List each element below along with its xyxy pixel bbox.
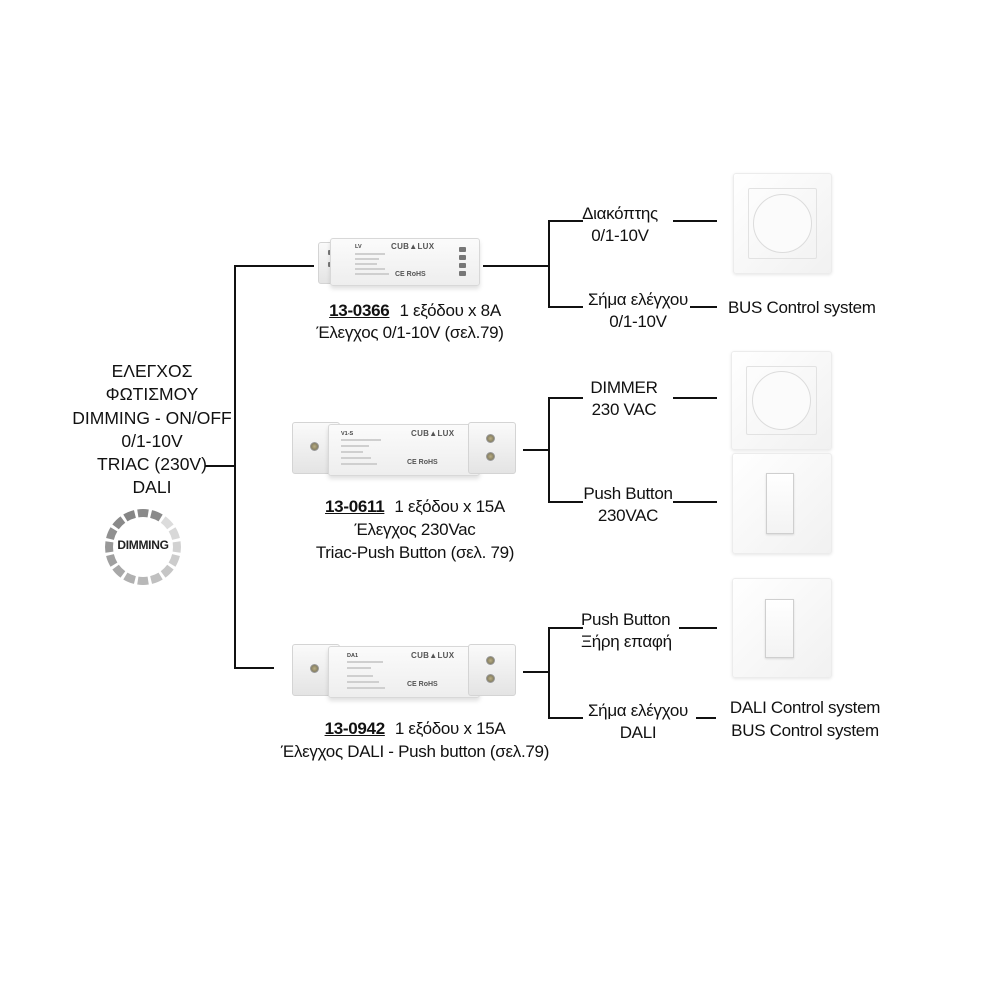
bus-control-system-label-2: BUS Control system [731,721,879,740]
device-brand-label: CUB▲LUX [391,242,435,251]
dimmer-knob-icon [753,194,812,253]
connector-bracket3-bottom [548,717,583,719]
device-13-0611: V1-S CUB▲LUX CE RoHS [288,420,518,482]
connector-to-plate3 [673,501,717,503]
dali-control-system-label: DALI Control system [729,698,881,717]
connector-to-plate1 [673,220,717,222]
connector-to-dali [696,717,716,719]
control-label-switch-0-10v: Διακόπτης 0/1-10V [582,204,658,245]
push-button-plate-1 [732,453,832,554]
rocker-switch-icon [765,599,794,658]
dimmer-plate-1 [733,173,832,274]
connector-bracket3-vertical [548,627,550,719]
product-code: 13-0942 [324,719,386,738]
root-title: ΕΛΕΓΧΟΣ ΦΩΤΙΣΜΟΥ DIMMING - ON/OFF 0/1-10… [52,360,252,500]
control-label-pushbutton-230vac: Push Button 230VAC [583,484,673,525]
terminal-icon [459,271,466,276]
push-button-plate-2 [732,578,832,678]
dimming-badge-label: DIMMING [117,538,169,552]
root-line: TRIAC (230V) [97,454,207,475]
device-13-0611-caption-line3: Triac-Push Button (σελ. 79) [315,543,515,562]
dimming-badge-icon: DIMMING [104,508,182,586]
connector-root-stub [205,465,236,467]
root-line: ΕΛΕΓΧΟΣ [111,361,193,381]
device-brand-label: CUB▲LUX [411,651,455,660]
device-end-cap [468,422,516,474]
device-13-0366-caption-line2: Έλεγχος 0/1-10V (σελ.79) [316,323,504,342]
connector-bracket2-vertical [548,397,550,503]
screw-icon [486,434,495,443]
connector-trunk [234,265,236,669]
connector-bracket1-bottom [548,306,583,308]
terminal-icon [459,255,466,260]
connector-device1-out [483,265,549,267]
root-line: 0/1-10V [121,430,183,451]
root-line: DALI [132,477,172,498]
connector-device2-out [523,449,550,451]
dimmer-knob-icon [752,371,811,430]
device-13-0942-caption-line2: Έλεγχος DALI - Push button (σελ.79) [280,742,550,761]
connector-to-plate4 [679,627,717,629]
device-cert-label: CE RoHS [407,681,438,688]
device-body: DA1 CUB▲LUX CE RoHS [328,646,480,698]
control-label-signal-0-10v: Σήμα ελέγχου 0/1-10V [587,290,689,331]
connector-bracket1-vertical [548,220,550,308]
device-model-label: V1-S [341,431,354,437]
product-code: 13-0366 [329,301,390,320]
screw-icon [310,442,319,451]
dimmer-plate-2 [731,351,832,450]
device-brand-label: CUB▲LUX [411,429,455,438]
connector-bracket2-top [548,397,583,399]
terminal-icon [459,247,466,252]
screw-icon [486,674,495,683]
connector-trunk-bottom [234,667,274,669]
connector-device3-out [523,671,550,673]
device-13-0942: DA1 CUB▲LUX CE RoHS [288,642,518,704]
screw-icon [486,452,495,461]
device-model-label: DA1 [347,653,359,659]
terminal-icon [459,263,466,268]
device-body: LV CUB▲LUX CE RoHS [330,238,480,286]
rocker-switch-icon [766,473,794,534]
root-line: ΦΩΤΙΣΜΟΥ [105,384,199,405]
device-13-0611-caption-line2: Έλεγχος 230Vac [354,520,476,539]
connector-trunk-top [234,265,314,267]
device-model-label: LV [355,244,362,250]
product-code: 13-0611 [325,497,385,516]
root-line: DIMMING - ON/OFF [72,407,232,428]
device-cert-label: CE RoHS [407,459,438,466]
bus-control-system-label: BUS Control system [728,298,876,317]
connector-bracket1-top [548,220,583,222]
connector-bracket3-top [548,627,583,629]
control-label-pushbutton-dry-contact: Push Button Ξήρη επαφή [581,610,672,651]
connector-bracket2-bottom [548,501,583,503]
device-13-0366: LV CUB▲LUX CE RoHS [318,236,490,292]
device-end-cap [468,644,516,696]
control-label-signal-dali: Σήμα ελέγχου DALI [587,701,689,742]
control-label-dimmer-230vac: DIMMER 230 VAC [590,378,658,419]
screw-icon [310,664,319,673]
device-cert-label: CE RoHS [395,271,426,278]
connector-to-bus1 [690,306,717,308]
dimming-ring-icon [105,509,181,585]
device-body: V1-S CUB▲LUX CE RoHS [328,424,480,476]
connector-to-plate2 [673,397,717,399]
screw-icon [486,656,495,665]
